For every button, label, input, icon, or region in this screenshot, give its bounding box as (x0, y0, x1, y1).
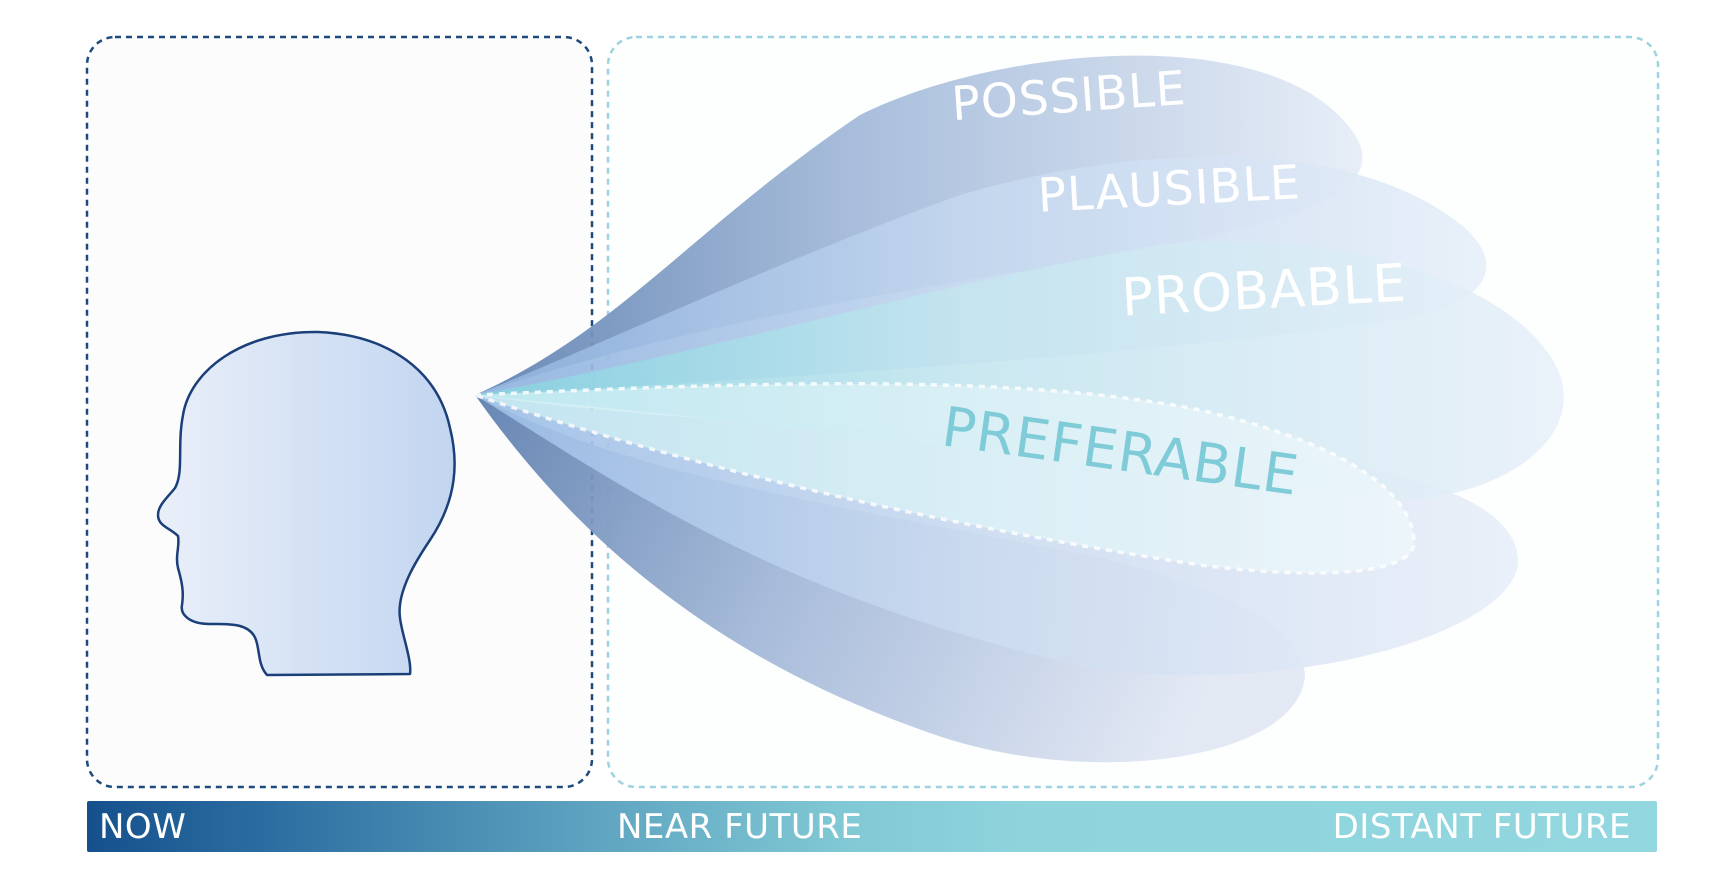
timeline-near-future-label: NEAR FUTURE (617, 806, 863, 847)
preferable-cone (474, 382, 1416, 575)
timeline-now-label: NOW (99, 806, 187, 847)
timeline-bar: NOW NEAR FUTURE DISTANT FUTURE (87, 801, 1657, 852)
timeline-distant-future-label: DISTANT FUTURE (1332, 806, 1631, 847)
plausible-label: PLAUSIBLE (1036, 155, 1302, 224)
probable-label: PROBABLE (1120, 254, 1408, 329)
human-head-profile-icon (156, 330, 456, 677)
